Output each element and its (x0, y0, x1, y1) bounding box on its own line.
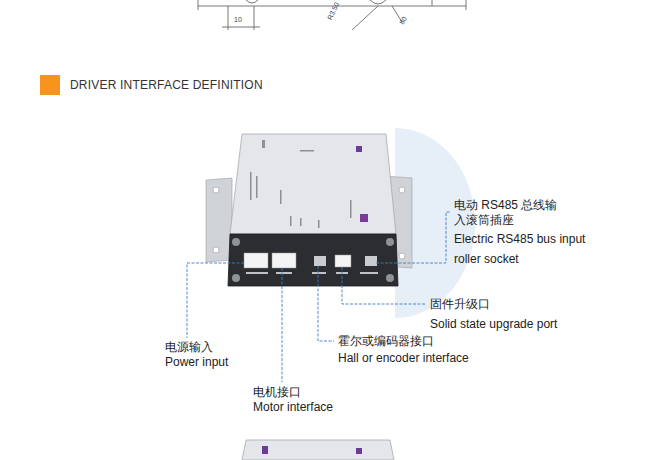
callout-label: 电机接口 (253, 385, 301, 400)
dimension: 80 (398, 15, 409, 26)
callout-label: Electric RS485 bus input roller socket (454, 229, 604, 269)
callout-label: Solid state upgrade port (430, 317, 557, 332)
callout-label: 电动 RS485 总线输 入滚筒插座 (454, 198, 572, 228)
callout-label: 电源输入 (165, 340, 213, 355)
heading-marker (40, 75, 60, 95)
dimension: R3.50 (326, 1, 341, 21)
callout-label: 霍尔或编码器接口 (338, 334, 434, 349)
callout-label: 固件升级口 (430, 297, 490, 312)
callout-label: Motor interface (253, 400, 333, 415)
dimension: 10 (234, 16, 242, 24)
section-heading: DRIVER INTERFACE DEFINITION (70, 78, 263, 93)
callout-label: Hall or encoder interface (338, 351, 469, 366)
callout-label: Power input (165, 355, 228, 370)
